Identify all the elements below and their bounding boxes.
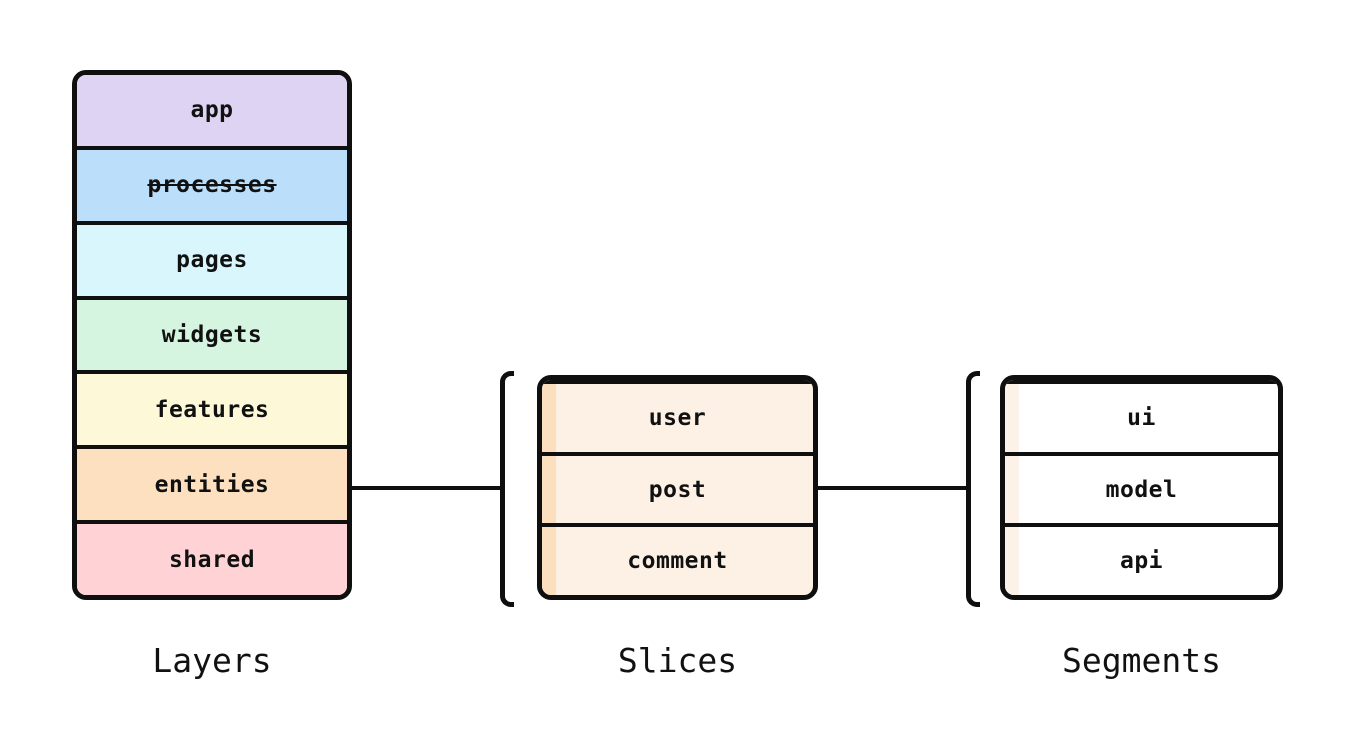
segments-bracket: [966, 371, 980, 607]
segments-spine: [1005, 380, 1019, 595]
slices-bracket: [500, 371, 514, 607]
slice-label-comment: comment: [627, 548, 728, 575]
slice-label-user: user: [648, 404, 707, 431]
segment-row-ui: ui: [1005, 380, 1278, 452]
slice-row-user: user: [542, 380, 813, 452]
layer-label-entities: entities: [154, 471, 270, 498]
segment-label-model: model: [1105, 476, 1178, 503]
layers-stack: app processes pages widgets features ent…: [72, 70, 352, 600]
slices-caption: Slices: [617, 640, 738, 680]
segment-row-api: api: [1005, 523, 1278, 595]
slice-row-comment: comment: [542, 523, 813, 595]
layer-label-processes: processes: [147, 172, 277, 199]
layer-label-widgets: widgets: [161, 322, 263, 348]
layers-caption: Layers: [152, 640, 272, 680]
layer-row-shared: shared: [77, 520, 347, 595]
segments-caption: Segments: [1062, 640, 1221, 680]
layer-label-features: features: [154, 396, 270, 423]
segment-label-api: api: [1119, 548, 1164, 575]
layer-row-entities: entities: [77, 445, 347, 521]
connector-layers-to-slices: [352, 486, 502, 490]
slice-label-post: post: [648, 476, 707, 503]
connector-slices-to-segments: [818, 486, 968, 490]
slices-spine: [542, 380, 556, 595]
slices-stack: user post comment: [537, 375, 818, 600]
layer-row-features: features: [77, 370, 347, 446]
layer-row-pages: pages: [77, 220, 347, 296]
segments-stack: ui model api: [1000, 375, 1283, 600]
layer-label-pages: pages: [176, 247, 248, 274]
segment-label-ui: ui: [1127, 404, 1156, 431]
layer-label-app: app: [190, 97, 234, 124]
slice-row-post: post: [542, 451, 813, 524]
layer-row-app: app: [77, 75, 347, 146]
layer-row-processes: processes: [77, 145, 347, 221]
segment-row-model: model: [1005, 451, 1278, 524]
layer-row-widgets: widgets: [77, 295, 347, 371]
layer-label-shared: shared: [168, 546, 256, 573]
